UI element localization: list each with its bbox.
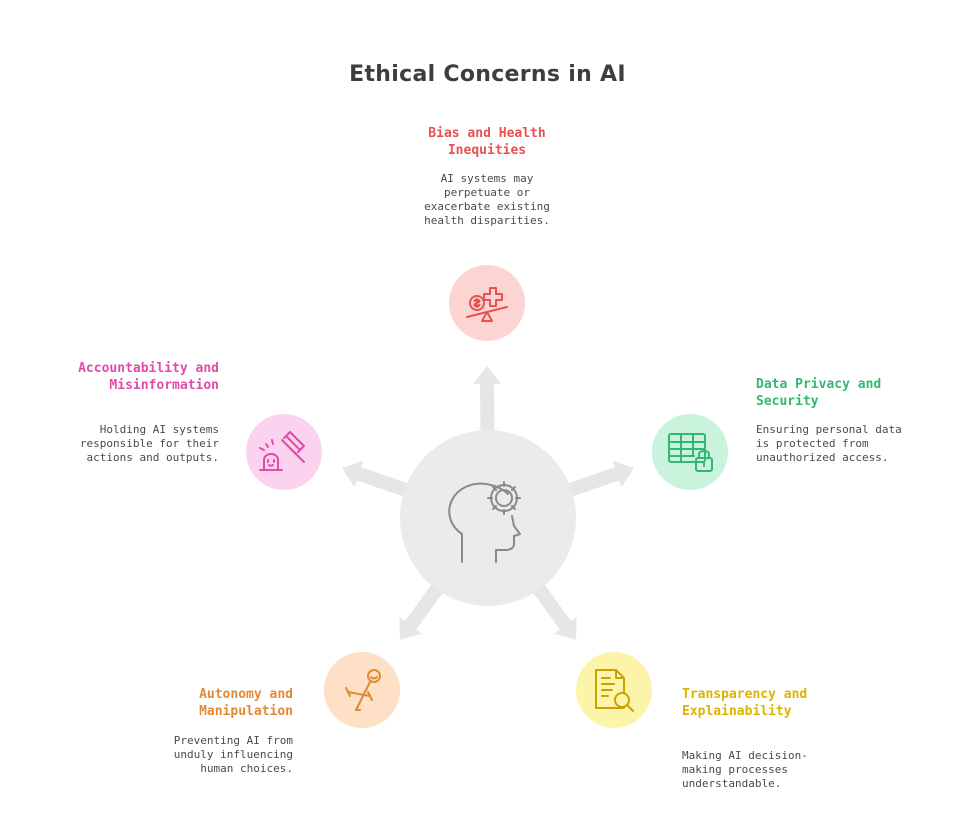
- document-search-icon: [595, 669, 634, 712]
- data-privacy-node: [652, 414, 728, 490]
- transparency-description: Making AI decision-making processes unde…: [682, 749, 808, 790]
- arrow-to-data-privacy: [552, 460, 634, 502]
- puppet-control-icon: [345, 669, 381, 711]
- head-gear-icon: [448, 481, 521, 563]
- bias-node: [449, 265, 525, 341]
- data-privacy-description: Ensuring personal data is protected from…: [756, 423, 902, 464]
- scale-dollar-medical-icon: [466, 287, 508, 322]
- bias-heading: Bias and Health Inequities: [428, 126, 546, 158]
- transparency-heading: Transparency and Explainability: [682, 687, 808, 719]
- data-privacy-heading: Data Privacy and Security: [756, 377, 882, 409]
- diagram-title: Ethical Concerns in AI: [349, 62, 626, 87]
- bias-description: AI systems may perpetuate or exacerbate …: [424, 172, 550, 227]
- table-lock-icon: [668, 433, 713, 472]
- central-hub: [400, 430, 576, 606]
- accountability-heading: Accountability and Misinformation: [78, 361, 219, 393]
- autonomy-node: [324, 652, 400, 728]
- accountability-description: Holding AI systems responsible for their…: [79, 423, 219, 464]
- transparency-node: [576, 652, 652, 728]
- autonomy-heading: Autonomy and Manipulation: [199, 687, 293, 719]
- gavel-tombstone-icon: [259, 431, 305, 471]
- accountability-node: [246, 414, 322, 490]
- autonomy-description: Preventing AI from unduly influencing hu…: [173, 734, 293, 775]
- arrow-to-bias: [473, 366, 502, 448]
